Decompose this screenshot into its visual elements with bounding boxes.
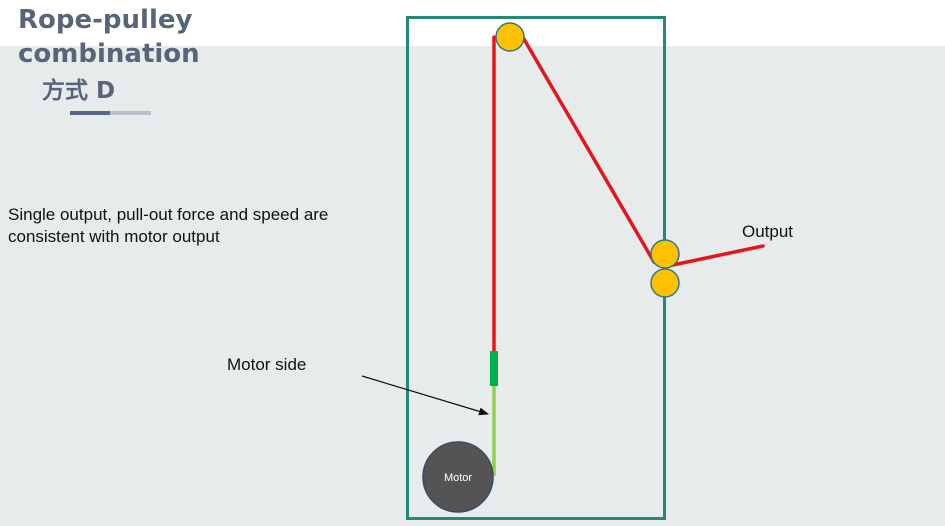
slide-title-line-1: Rope-pulley [18,5,193,35]
subtitle-underline-dark [70,111,110,115]
motor-label: Motor [444,472,472,484]
description-line-2: consistent with motor output [8,227,220,246]
slide-subtitle: 方式 D [42,78,116,104]
output-pulley-lower [650,268,680,298]
slide-title-line-2: combination [18,39,200,69]
motor-side-label: Motor side [227,355,307,374]
top-pulley [495,22,525,52]
output-pulley-upper [650,239,680,269]
rope-output-segment [666,244,765,268]
rope-connector [490,351,498,386]
subtitle-underline-light [110,111,151,115]
description-line-1: Single output, pull-out force and speed … [8,205,329,224]
header-band [0,0,945,46]
rope-diagonal-segment [519,32,656,264]
rope [492,32,765,354]
output-label: Output [742,222,794,241]
motor-side-arrow [361,375,489,416]
motor-body [422,441,494,513]
description-text: Single output, pull-out force and speed … [8,204,328,248]
